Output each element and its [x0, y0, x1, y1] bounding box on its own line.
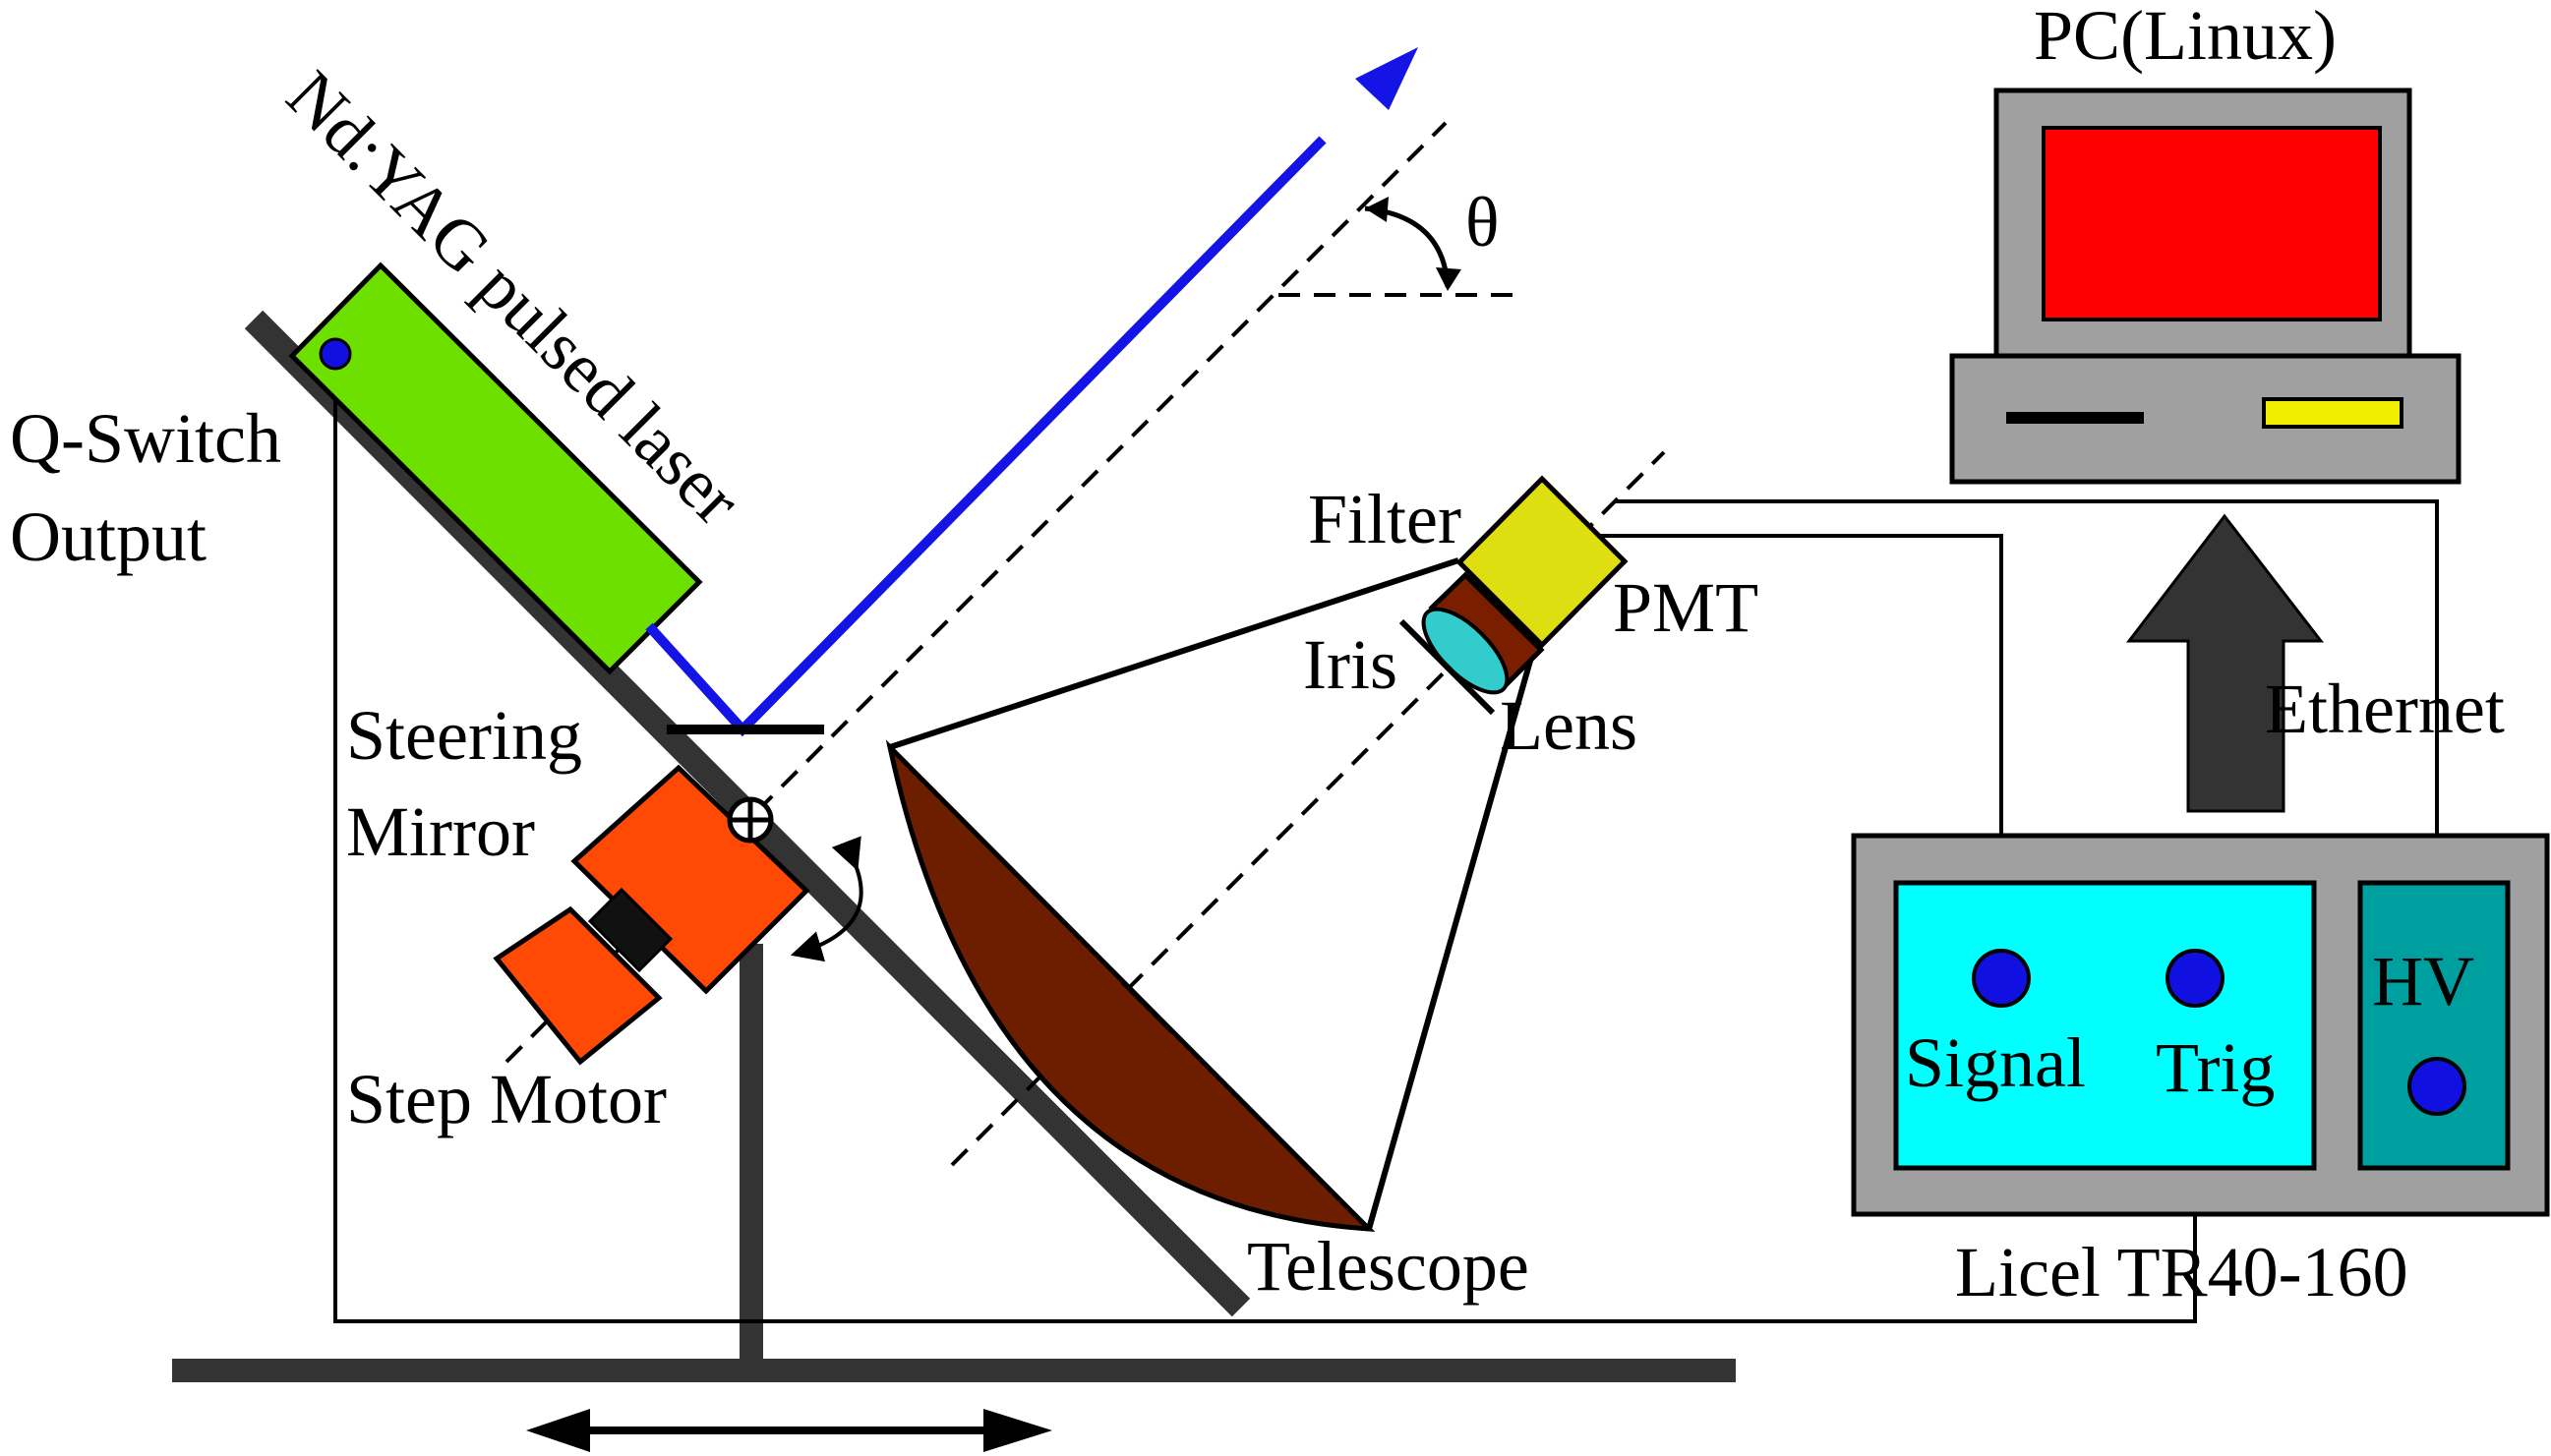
receiver-axis: [950, 450, 1666, 1167]
pc-screen: [2042, 126, 2382, 321]
motor-coupler: [587, 887, 674, 973]
signal-connector[interactable]: [1972, 949, 2031, 1008]
pc-drive-bay: [2262, 397, 2403, 429]
ethernet-label: Ethernet: [2265, 670, 2505, 748]
telescope: [885, 557, 1537, 1232]
qswitch-connector: [319, 337, 352, 371]
telescope-mirror: [885, 739, 1376, 1232]
step-motor-label: Step Motor: [346, 1060, 667, 1138]
theta-label: θ: [1465, 183, 1500, 262]
telescope-label: Telescope: [1247, 1227, 1529, 1306]
hv-label: HV: [2372, 942, 2474, 1020]
step-motor: [493, 905, 663, 1066]
laser: [288, 262, 703, 675]
filter-block: [1455, 475, 1629, 649]
translation-arrow: [526, 1409, 1052, 1452]
qswitch-label-line1: Q-Switch: [10, 399, 281, 478]
base-rail: [172, 1359, 1736, 1382]
pc: [1949, 87, 2462, 813]
pmt-label: PMT: [1613, 568, 1758, 647]
signal-label: Signal: [1905, 1023, 2086, 1102]
filter-label: Filter: [1308, 480, 1461, 558]
steering-label-line1: Steering: [346, 696, 582, 775]
pivot-icon: [727, 796, 774, 844]
qswitch-label-line2: Output: [10, 497, 207, 576]
hv-panel: [2357, 880, 2511, 1171]
field-of-view-lines-2: [1366, 646, 1537, 1230]
detector-assembly: [1398, 475, 1629, 716]
beam-arrowhead: [1355, 47, 1418, 110]
ethernet-arrow-icon: [2125, 513, 2325, 813]
mount-post: [740, 944, 763, 1367]
laser-body: [288, 262, 703, 675]
licel-label: Licel TR40-160: [1955, 1233, 2408, 1311]
trig-connector[interactable]: [2165, 949, 2225, 1008]
step-motor-assembly: [493, 764, 863, 1066]
licel-unit: [1851, 833, 2550, 1217]
theta-arc: θ: [1364, 183, 1500, 291]
rotation-arrow-icon: [790, 836, 863, 962]
field-of-view-lines: [889, 557, 1459, 750]
trig-label: Trig: [2156, 1028, 2275, 1107]
lens-label: Lens: [1500, 686, 1637, 765]
steering-label-line2: Mirror: [346, 792, 535, 871]
hv-connector[interactable]: [2407, 1057, 2466, 1116]
labels: PC(Linux) Nd:YAG pulsed laser Q-Switch O…: [10, 0, 2505, 1311]
pc-drive-slot: [2006, 412, 2144, 424]
iris-aperture: [1398, 618, 1496, 716]
telescope-mirror-seam: [1120, 982, 1171, 1033]
signal-wire: [1593, 534, 2003, 978]
licel-panel: [1893, 880, 2317, 1171]
motor-housing: [570, 764, 810, 995]
pc-label: PC(Linux): [2034, 0, 2337, 75]
iris-label: Iris: [1303, 625, 1397, 704]
